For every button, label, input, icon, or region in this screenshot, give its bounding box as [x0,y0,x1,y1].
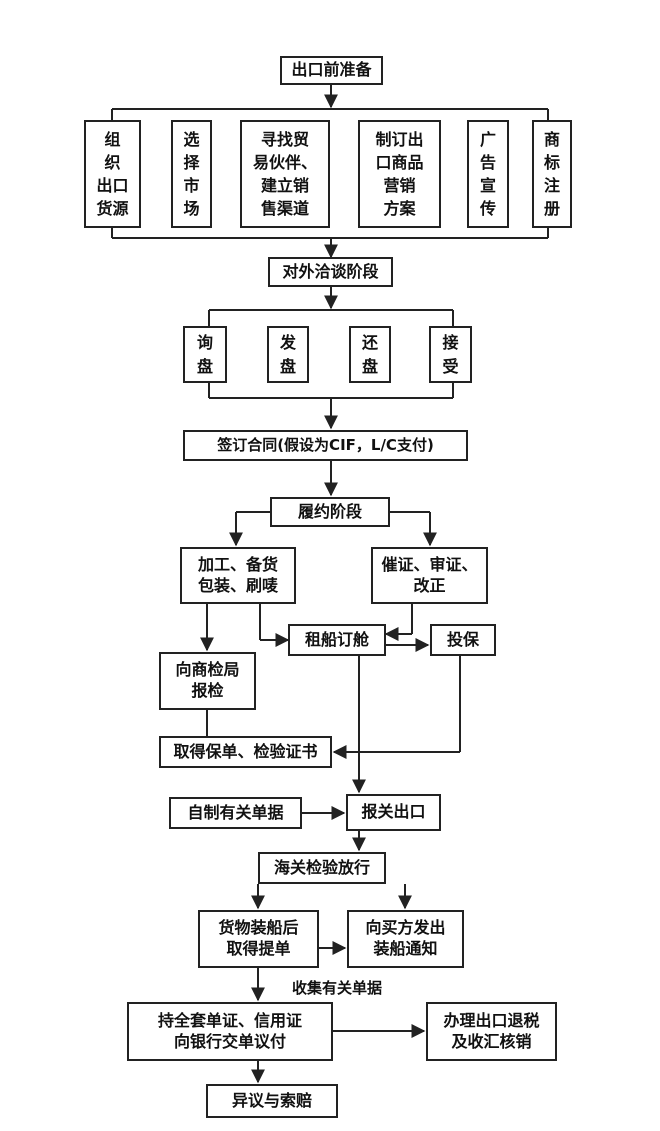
node-prep-item-5: 广 告 宣 传 [467,120,509,228]
node-prep-item-1: 组 织 出口 货源 [84,120,141,228]
node-shipping-notice: 向买方发出 装船通知 [347,910,464,968]
node-bank-negotiation: 持全套单证、信用证 向银行交单议付 [127,1002,333,1061]
node-sign-contract: 签订合同(假设为CIF，L/C支付) [183,430,468,461]
node-prep-item-6: 商 标 注 册 [532,120,572,228]
node-certificates: 取得保单、检验证书 [159,736,332,768]
node-export-preparation: 出口前准备 [280,56,383,85]
node-performance-stage: 履约阶段 [270,497,390,527]
node-book-shipping: 租船订舱 [288,624,386,656]
node-bill-of-lading: 货物装船后 取得提单 [198,910,319,968]
node-negotiation-stage: 对外洽谈阶段 [268,257,393,287]
node-nego-acceptance: 接 受 [429,326,472,383]
node-prep-item-3: 寻找贸 易伙伴、 建立销 售渠道 [240,120,330,228]
label-collect-documents: 收集有关单据 [292,979,383,997]
node-lc-check: 催证、审证、 改正 [371,547,488,604]
node-export-tax-refund: 办理出口退税 及收汇核销 [426,1002,557,1061]
node-commodity-inspection: 向商检局 报检 [159,652,256,710]
node-prep-item-2: 选 择 市 场 [171,120,212,228]
node-dispute-claim: 异议与索赔 [206,1084,338,1118]
node-nego-offer: 发 盘 [267,326,309,383]
node-self-made-documents: 自制有关单据 [169,797,302,829]
node-processing-packing: 加工、备货 包装、刷唛 [180,547,296,604]
node-nego-inquiry: 询 盘 [183,326,227,383]
node-insurance: 投保 [430,624,496,656]
node-nego-counter-offer: 还 盘 [349,326,391,383]
node-export-declaration: 报关出口 [346,794,441,831]
node-prep-item-4: 制订出 口商品 营销 方案 [358,120,441,228]
node-customs-release: 海关检验放行 [258,852,386,884]
